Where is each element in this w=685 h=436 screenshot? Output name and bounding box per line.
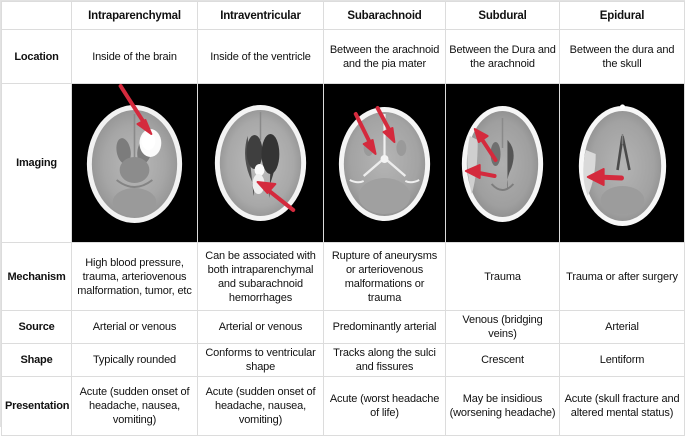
hemorrhage-lesion	[254, 164, 265, 176]
cell-shape-intraventricular: Conforms to ventricular shape	[197, 343, 324, 377]
ct-scan-intraventricular	[198, 84, 323, 242]
cell-location-subarachnoid: Between the arachnoid and the pia mater	[323, 29, 446, 84]
column-header-subarachnoid: Subarachnoid	[323, 1, 446, 30]
table-row-location: Location Inside of the brain Inside of t…	[1, 29, 685, 84]
cell-location-intraparenchymal: Inside of the brain	[71, 29, 198, 84]
table-row-shape: Shape Typically rounded Conforms to vent…	[1, 343, 685, 377]
pointer-arrow-icon	[256, 181, 296, 212]
cell-source-subdural: Venous (bridging veins)	[445, 310, 560, 344]
table-header-row: Intraparenchymal Intraventricular Subara…	[1, 1, 685, 30]
cell-mechanism-epidural: Trauma or after surgery	[559, 242, 685, 311]
table-row-source: Source Arterial or venous Arterial or ve…	[1, 310, 685, 344]
pointer-arrow-icon-right	[375, 106, 396, 143]
ct-scan-subdural	[446, 84, 559, 242]
pointer-arrow-icon	[586, 168, 624, 186]
cell-source-intraventricular: Arterial or venous	[197, 310, 324, 344]
cell-source-epidural: Arterial	[559, 310, 685, 344]
cell-presentation-intraventricular: Acute (sudden onset of headache, nausea,…	[197, 376, 324, 436]
cell-mechanism-intraparenchymal: High blood pressure, trauma, arterioveno…	[71, 242, 198, 311]
cell-shape-subarachnoid: Tracks along the sulci and fissures	[323, 343, 446, 377]
sylvian-fissure-blood	[362, 157, 407, 177]
column-header-epidural: Epidural	[559, 1, 685, 30]
table-row-imaging: Imaging	[1, 83, 685, 243]
cell-source-intraparenchymal: Arterial or venous	[71, 310, 198, 344]
cell-shape-subdural: Crescent	[445, 343, 560, 377]
pointer-arrow-icon-lower	[464, 164, 497, 179]
row-label-imaging: Imaging	[1, 83, 72, 243]
row-label-shape: Shape	[1, 343, 72, 377]
ct-scan-subarachnoid	[324, 84, 445, 242]
row-label-mechanism: Mechanism	[1, 242, 72, 311]
pointer-arrow-icon-upper	[473, 128, 498, 162]
column-header-intraventricular: Intraventricular	[197, 1, 324, 30]
ct-scan-intraparenchymal	[72, 84, 197, 242]
imaging-cell-intraventricular	[197, 83, 324, 243]
pointer-arrow-icon	[118, 84, 153, 135]
pointer-arrow-icon-left	[353, 112, 377, 155]
cell-location-intraventricular: Inside of the ventricle	[197, 29, 324, 84]
row-label-source: Source	[1, 310, 72, 344]
column-header-intraparenchymal: Intraparenchymal	[71, 1, 198, 30]
cell-presentation-subdural: May be insidious (worsening headache)	[445, 376, 560, 436]
imaging-cell-subarachnoid	[323, 83, 446, 243]
ct-scan-epidural	[560, 84, 684, 242]
table-row-mechanism: Mechanism High blood pressure, trauma, a…	[1, 242, 685, 311]
table-row-presentation: Presentation Acute (sudden onset of head…	[1, 376, 685, 436]
cell-mechanism-subdural: Trauma	[445, 242, 560, 311]
column-header-subdural: Subdural	[445, 1, 560, 30]
cell-mechanism-intraventricular: Can be associated with both intraparench…	[197, 242, 324, 311]
cell-mechanism-subarachnoid: Rupture of aneurysms or arteriovenous ma…	[323, 242, 446, 311]
cell-source-subarachnoid: Predominantly arterial	[323, 310, 446, 344]
cell-location-subdural: Between the Dura and the arachnoid	[445, 29, 560, 84]
cell-shape-intraparenchymal: Typically rounded	[71, 343, 198, 377]
imaging-cell-intraparenchymal	[71, 83, 198, 243]
imaging-cell-subdural	[445, 83, 560, 243]
imaging-cell-epidural	[559, 83, 685, 243]
subdural-crescent	[467, 136, 478, 194]
epidural-lentiform-collection	[583, 150, 596, 196]
table-corner-cell	[1, 1, 72, 30]
cell-location-epidural: Between the dura and the skull	[559, 29, 685, 84]
cell-presentation-intraparenchymal: Acute (sudden onset of headache, nausea,…	[71, 376, 198, 436]
row-label-location: Location	[1, 29, 72, 84]
cell-presentation-subarachnoid: Acute (worst headache of life)	[323, 376, 446, 436]
row-label-presentation: Presentation	[1, 376, 72, 436]
cell-shape-epidural: Lentiform	[559, 343, 685, 377]
